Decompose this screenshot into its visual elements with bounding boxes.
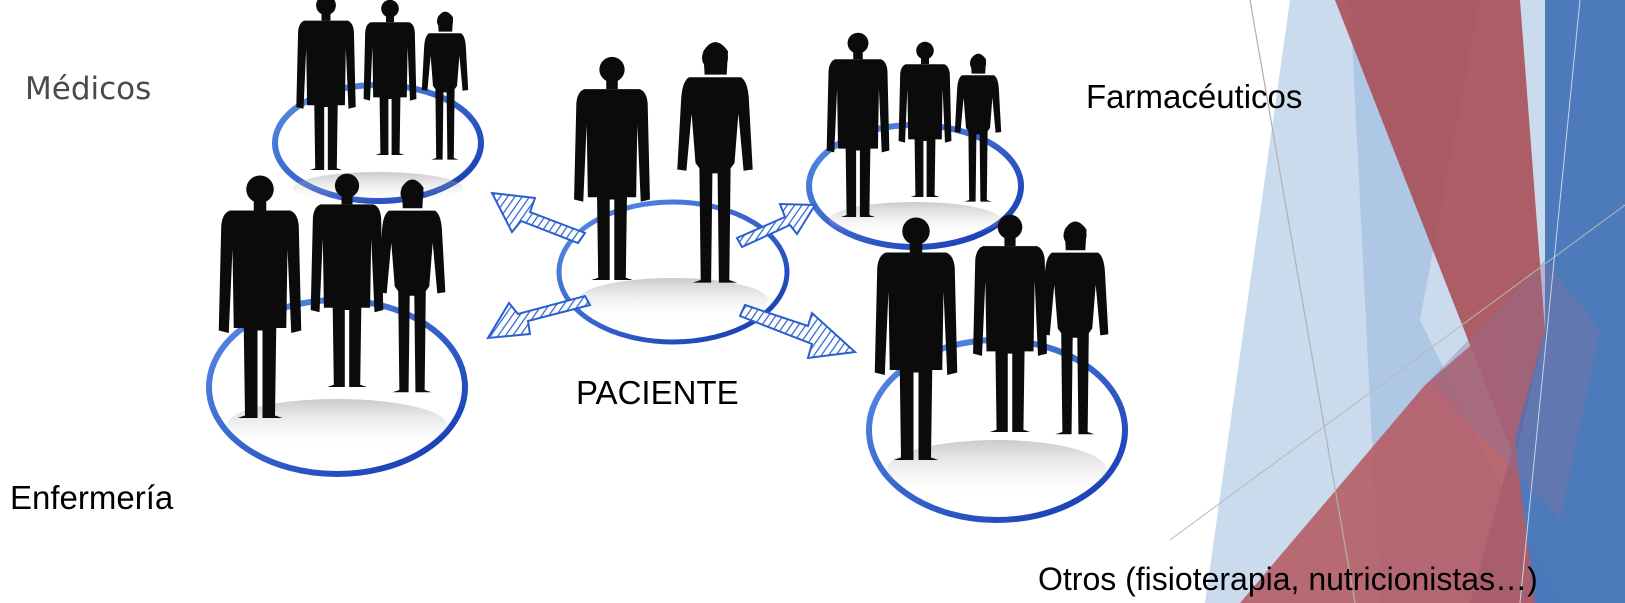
enfermeria-person-2 bbox=[310, 173, 384, 387]
label-paciente: PACIENTE bbox=[576, 374, 739, 411]
label-enfermeria: Enfermería bbox=[10, 479, 174, 516]
group-enfermeria bbox=[206, 173, 468, 477]
decor-red-panel-bottom bbox=[1240, 320, 1535, 603]
background-decoration bbox=[1169, 0, 1625, 603]
enfermeria-person-1 bbox=[218, 175, 302, 418]
arrow-to-medicos bbox=[490, 191, 587, 245]
arrow-to-farmaceuticos bbox=[735, 202, 817, 249]
otros-person-2 bbox=[973, 214, 1047, 432]
otros-person-1 bbox=[874, 217, 958, 460]
paciente-ring bbox=[556, 199, 790, 345]
farmaceuticos-person-1 bbox=[826, 32, 890, 218]
decor-mauve-overlay bbox=[1430, 260, 1600, 520]
medicos-shadow bbox=[293, 172, 463, 204]
group-medicos bbox=[272, 0, 484, 204]
decor-line-3 bbox=[1519, 0, 1581, 603]
group-farmaceuticos bbox=[806, 32, 1024, 250]
arrow-to-enfermeria bbox=[486, 294, 592, 340]
otros-person-3 bbox=[1041, 221, 1109, 435]
decor-line-1 bbox=[1249, 0, 1356, 603]
paciente-person-1 bbox=[574, 56, 650, 280]
farmaceuticos-person-3 bbox=[954, 53, 1002, 202]
decor-line-2 bbox=[1169, 204, 1625, 541]
arrow-to-otros bbox=[738, 303, 858, 360]
group-paciente bbox=[556, 42, 790, 345]
group-otros bbox=[866, 214, 1128, 523]
label-otros: Otros (fisioterapia, nutricionistas…) bbox=[1038, 561, 1538, 597]
otros-shadow bbox=[887, 440, 1107, 500]
enfermeria-person-3 bbox=[378, 179, 446, 393]
decor-blue-panel-right bbox=[1470, 0, 1625, 603]
farmaceuticos-person-2 bbox=[898, 41, 952, 197]
enfermeria-shadow bbox=[227, 399, 447, 451]
medicos-person-3 bbox=[421, 11, 469, 160]
paciente-shadow bbox=[578, 278, 768, 322]
label-farmaceuticos: Farmacéuticos bbox=[1086, 78, 1303, 115]
medicos-person-2 bbox=[363, 0, 417, 155]
arrows bbox=[486, 191, 858, 360]
label-medicos: Médicos bbox=[25, 71, 152, 107]
